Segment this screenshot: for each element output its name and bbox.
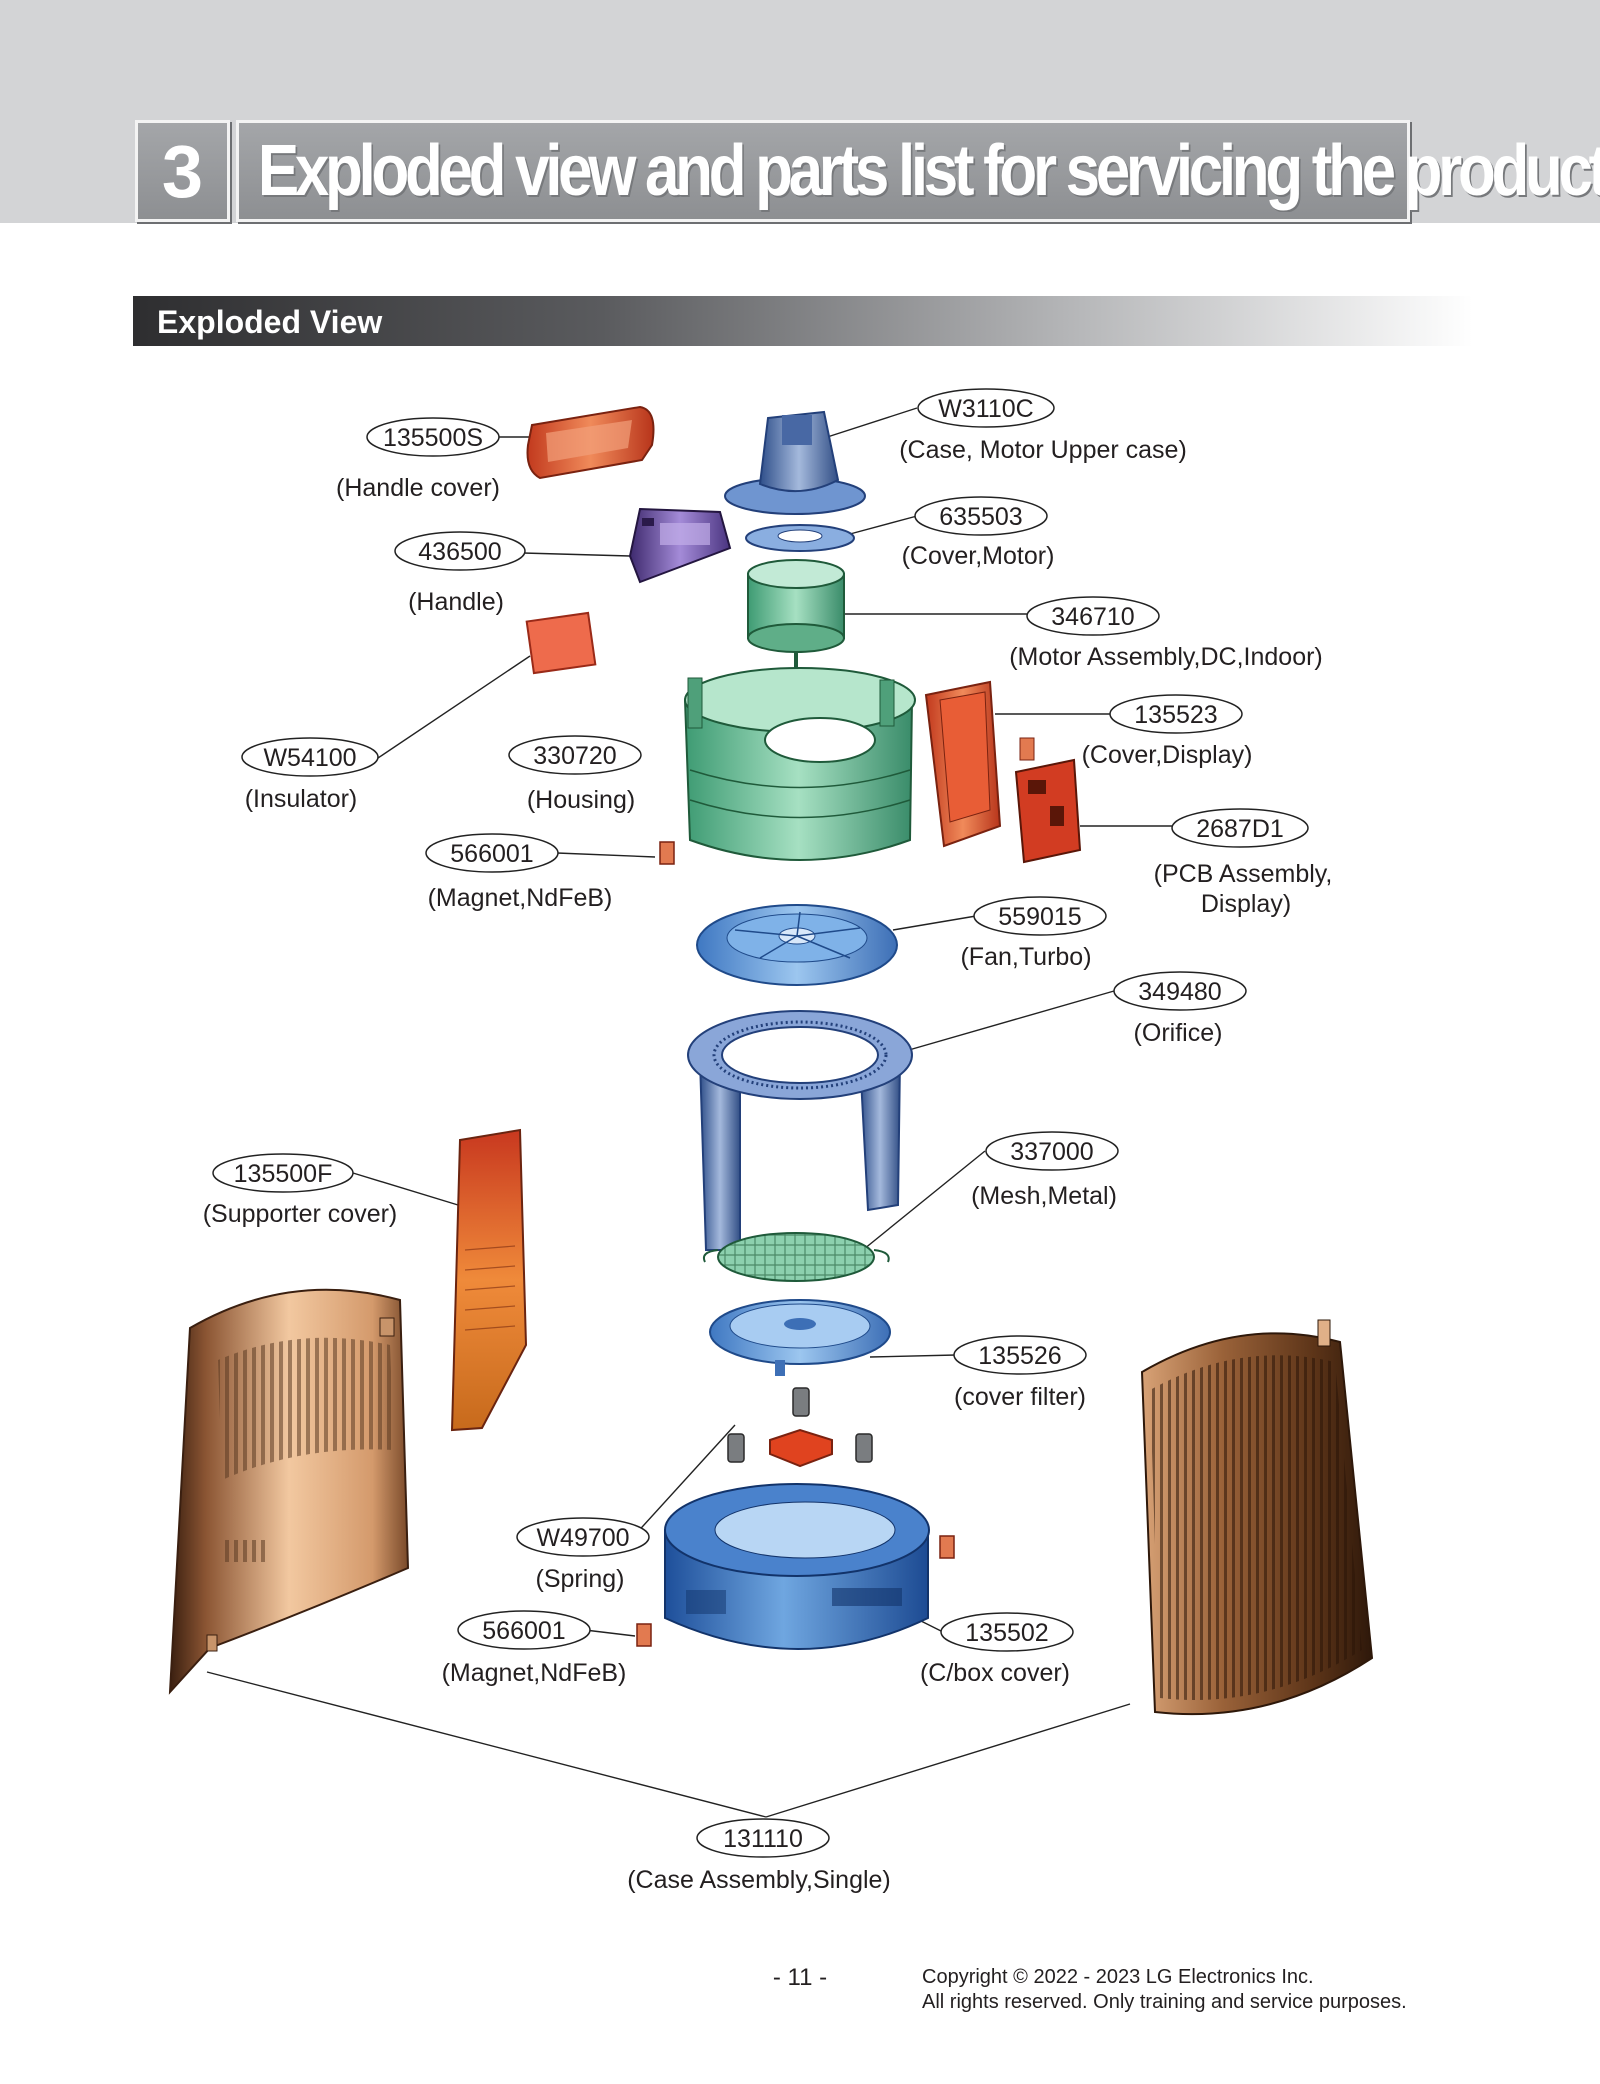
section-bar: Exploded View [133, 296, 1473, 346]
part-number-135502: 135502 [965, 1619, 1048, 1647]
section-title: Exploded View [157, 304, 383, 340]
supporter-cover-drawing [450, 1128, 528, 1432]
part-number-2687d1: 2687D1 [1196, 815, 1284, 843]
leader-lines [206, 407, 1174, 1818]
part-number-w49700: W49700 [536, 1524, 629, 1552]
label-ovals [212, 388, 1309, 1858]
part-number-135523: 135523 [1134, 701, 1217, 729]
part-name-cover-display: (Cover,Display) [1082, 741, 1253, 769]
part-number-349480: 349480 [1138, 978, 1221, 1006]
copyright: Copyright © 2022 - 2023 LG Electronics I… [922, 1965, 1407, 2015]
case-left-drawing [168, 1288, 410, 1695]
part-name-motor-assembly: (Motor Assembly,DC,Indoor) [1009, 643, 1323, 671]
mesh-drawing [702, 1232, 890, 1282]
part-name-mesh-metal: (Mesh,Metal) [971, 1182, 1117, 1210]
part-number-135526: 135526 [978, 1342, 1061, 1370]
handle-cover-drawing [526, 405, 655, 480]
part-name-handle-cover: (Handle cover) [336, 474, 500, 502]
part-number-566001-upper: 566001 [450, 840, 533, 868]
part-name-case-assembly: (Case Assembly,Single) [627, 1866, 891, 1894]
part-name-orifice: (Orifice) [1134, 1019, 1223, 1047]
part-number-566001-lower: 566001 [482, 1617, 565, 1645]
part-name-fan-turbo: (Fan,Turbo) [960, 943, 1091, 971]
handle-drawing [628, 507, 732, 584]
copyright-line-2: All rights reserved. Only training and s… [922, 1991, 1407, 2013]
part-name-insulator: (Insulator) [245, 785, 358, 813]
orifice-drawing [687, 1010, 913, 1251]
insulator-drawing [525, 611, 597, 675]
chapter-number-box: 3 [135, 120, 230, 222]
part-name-magnet-upper: (Magnet,NdFeB) [428, 884, 613, 912]
chapter-number: 3 [161, 129, 204, 213]
part-name-handle: (Handle) [408, 588, 504, 616]
housing-drawing [683, 667, 916, 861]
part-number-559015: 559015 [998, 903, 1081, 931]
part-name-supporter-cover: (Supporter cover) [203, 1200, 398, 1228]
display-cover-drawing [924, 680, 1035, 848]
part-name-cover-filter: (cover filter) [954, 1383, 1086, 1411]
part-number-135500s: 135500S [383, 424, 483, 452]
part-name-pcb-line2: Display) [1201, 890, 1291, 918]
magnet-lower-drawing [636, 1623, 652, 1647]
part-name-cbox-cover: (C/box cover) [920, 1659, 1070, 1687]
pcb-drawing [1014, 758, 1082, 864]
case-right-drawing [1140, 1319, 1374, 1716]
part-number-131110: 131110 [723, 1825, 803, 1853]
magnet-upper-drawing [659, 841, 675, 865]
motor-drawing [747, 559, 845, 680]
page-number: - 11 - [772, 1964, 828, 1991]
part-number-135500f: 135500F [234, 1160, 333, 1188]
part-name-housing: (Housing) [527, 786, 635, 814]
part-number-436500: 436500 [418, 538, 501, 566]
part-number-635503: 635503 [939, 503, 1022, 531]
fan-drawing [696, 904, 898, 986]
chapter-title-box: Exploded view and parts list for servici… [236, 120, 1600, 222]
cbox-cover-drawing [664, 1483, 930, 1650]
part-number-w54100: W54100 [263, 744, 356, 772]
part-name-cover-motor: (Cover,Motor) [902, 542, 1055, 570]
part-number-330720: 330720 [533, 742, 616, 770]
chapter-title: Exploded view and parts list for servici… [257, 131, 1600, 211]
part-name-magnet-lower: (Magnet,NdFeB) [442, 1659, 627, 1687]
part-name-pcb-line1: (PCB Assembly, [1154, 860, 1333, 888]
spring-plate-drawing [769, 1428, 833, 1468]
part-name-motor-upper-case: (Case, Motor Upper case) [899, 436, 1187, 464]
part-number-w3110c: W3110C [938, 395, 1033, 423]
copyright-line-1: Copyright © 2022 - 2023 LG Electronics I… [922, 1966, 1314, 1988]
springs-drawing [727, 1387, 873, 1463]
magnet-side-drawing [939, 1535, 955, 1559]
part-name-spring: (Spring) [536, 1565, 625, 1593]
motor-upper-case-drawing [724, 410, 866, 552]
part-number-337000: 337000 [1010, 1138, 1093, 1166]
part-number-346710: 346710 [1051, 603, 1134, 631]
filter-cover-drawing [709, 1299, 891, 1376]
